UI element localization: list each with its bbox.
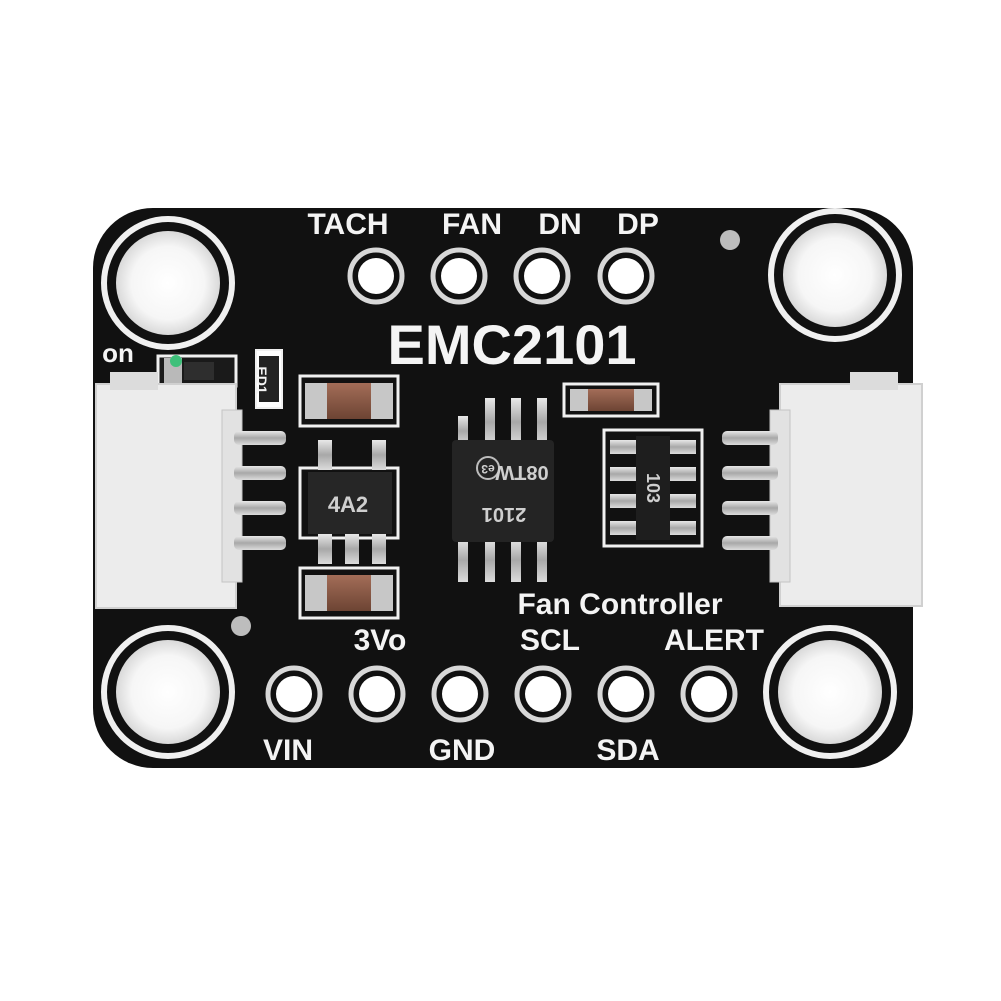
power-led	[156, 354, 238, 388]
mounting-hole-bottom-left	[101, 625, 235, 759]
board-subtitle: Fan Controller	[517, 588, 722, 621]
fiducial-bottom	[231, 616, 251, 636]
voltage-regulator: 4A2	[298, 440, 400, 564]
pin-label-scl: SCL	[520, 624, 580, 657]
pad-dp	[597, 247, 655, 305]
pad-vin	[265, 665, 323, 723]
pad-alert	[680, 665, 738, 723]
pad-fan	[430, 247, 488, 305]
pin-label-alert: ALERT	[664, 624, 764, 657]
pin-label-dn: DN	[538, 208, 581, 241]
pin-label-3vo: 3Vo	[354, 624, 407, 657]
chip-mark-line1: 2101	[482, 503, 527, 525]
pin-label-gnd: GND	[429, 734, 496, 767]
resistor-top-right	[562, 382, 660, 418]
pin-label-vin: VIN	[263, 734, 313, 767]
resistor-array: 103	[602, 428, 704, 548]
stemma-connector-right	[722, 372, 923, 607]
pad-dn	[513, 247, 571, 305]
pad-3vo	[348, 665, 406, 723]
pad-gnd	[431, 665, 489, 723]
pad-tach	[347, 247, 405, 305]
resistor-array-mark: 103	[643, 473, 663, 503]
mounting-hole-top-right	[768, 208, 902, 342]
header-bottom	[265, 665, 738, 723]
mounting-hole-top-left	[101, 216, 235, 350]
pad-sda	[597, 665, 655, 723]
pad-scl	[514, 665, 572, 723]
fiducial-top	[720, 230, 740, 250]
led-ref-label: ED1	[254, 366, 270, 393]
pin-label-dp: DP	[617, 208, 659, 241]
chip-mark-line2: 08TW	[495, 461, 548, 483]
mounting-hole-bottom-right	[763, 625, 897, 759]
board-title: EMC2101	[387, 313, 636, 376]
pin-label-sda: SDA	[596, 734, 659, 767]
stemma-connector-left	[95, 372, 286, 609]
capacitor-bottom	[298, 566, 400, 620]
regulator-mark: 4A2	[328, 492, 368, 517]
chip-logo: e3	[481, 462, 495, 476]
pin-label-tach: TACH	[307, 208, 388, 241]
led-label: on	[102, 338, 134, 368]
emc2101-chip: e3 08TW 2101	[452, 398, 554, 582]
led-resistor: ED1	[254, 349, 283, 409]
capacitor-top	[298, 374, 400, 428]
header-top	[347, 247, 655, 305]
pin-label-fan: FAN	[442, 208, 502, 241]
